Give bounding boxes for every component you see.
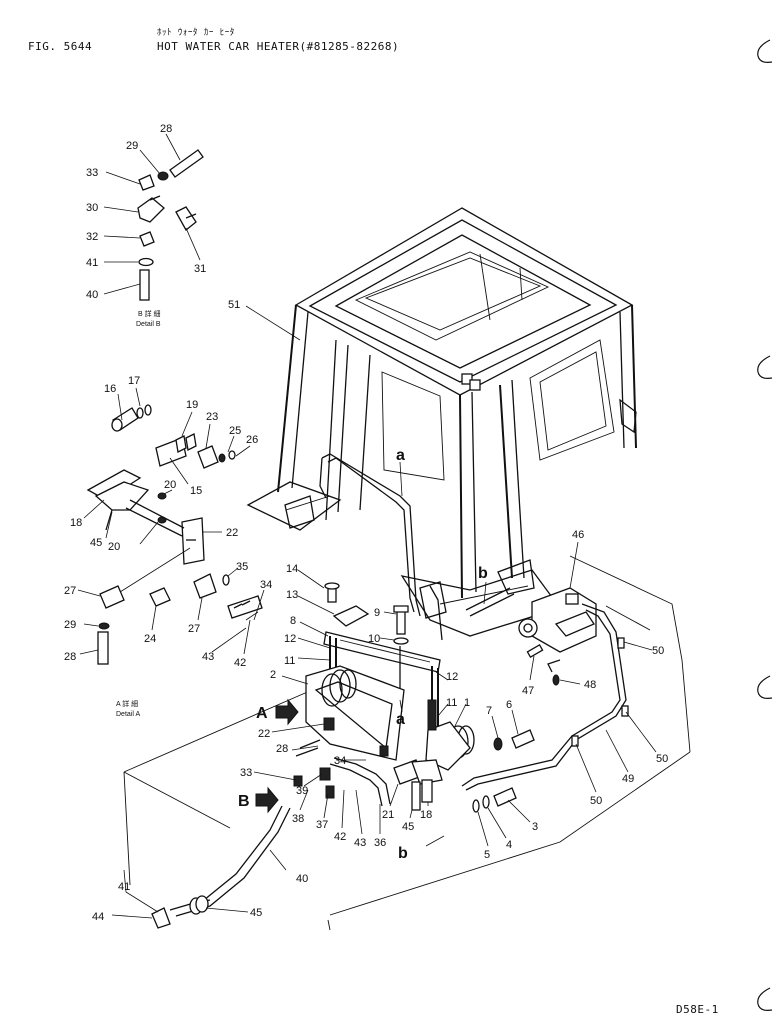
binder-holes (757, 39, 773, 1011)
callout-51: 51 (228, 299, 240, 311)
callout-10: 10 (368, 633, 380, 645)
callout-8: 8 (290, 615, 296, 627)
callout-40: 40 (86, 289, 98, 301)
callout-42: 42 (234, 657, 246, 669)
detail-a-label: Detail A (116, 711, 140, 718)
callout-37: 37 (316, 819, 328, 831)
callout-33b: 33 (240, 767, 252, 779)
callout-49: 49 (622, 773, 634, 785)
callout-20a: 20 (164, 479, 176, 491)
callout-31: 31 (194, 263, 206, 275)
right-pipe-and-tank (461, 541, 657, 793)
callout-30: 30 (86, 202, 98, 214)
callout-22b: 22 (258, 728, 270, 740)
heater-pipe-a (319, 453, 447, 641)
pipe-b-bottom-label: b (398, 845, 408, 862)
heater-unit (255, 582, 535, 814)
cab-frame (246, 207, 637, 637)
sheet-code: D58E-1 (676, 1003, 719, 1016)
figure-number: FIG. 5644 (28, 40, 93, 53)
callout-50b: 50 (656, 753, 668, 765)
leader-lines (245, 305, 531, 871)
callout-labels: 28 29 33 30 31 32 41 40 51 16 17 19 23 2… (64, 123, 668, 923)
callout-45: 45 (90, 537, 102, 549)
callout-40b: 40 (296, 873, 308, 885)
callout-48: 48 (584, 679, 596, 691)
callout-50a: 50 (652, 645, 664, 657)
pipe-b-top-label: b (478, 565, 488, 582)
callout-3: 3 (532, 821, 538, 833)
callout-50c: 50 (590, 795, 602, 807)
callout-18b: 18 (420, 809, 432, 821)
callout-24: 24 (144, 633, 156, 645)
callout-41: 41 (86, 257, 98, 269)
callout-2: 2 (270, 669, 276, 681)
callout-28b: 28 (64, 651, 76, 663)
callout-4: 4 (506, 839, 512, 851)
callout-5: 5 (484, 849, 490, 861)
callout-18: 18 (70, 517, 82, 529)
callout-41b: 41 (118, 881, 130, 893)
lower-hose (111, 805, 291, 929)
kana-title: ﾎｯﾄ ｳｫｰﾀ ｶｰ ﾋｰﾀ (157, 28, 235, 38)
callout-35: 35 (236, 561, 248, 573)
callout-14: 14 (286, 563, 298, 575)
callout-15: 15 (190, 485, 202, 497)
callout-11b: 11 (446, 697, 457, 709)
callout-11a: 11 (284, 655, 295, 667)
callout-42b: 42 (334, 831, 346, 843)
callout-46: 46 (572, 529, 584, 541)
callout-43: 43 (202, 651, 214, 663)
callout-12a: 12 (284, 633, 296, 645)
detail-a-kana: A 詳 細 (116, 699, 138, 708)
detail-b-kana: B 詳 細 (138, 309, 161, 318)
callout-34: 34 (260, 579, 272, 591)
callout-39: 39 (296, 785, 308, 797)
callout-6: 6 (506, 699, 512, 711)
callout-34b: 34 (334, 755, 346, 767)
callout-33: 33 (86, 167, 98, 179)
callout-28c: 28 (276, 743, 288, 755)
callout-32: 32 (86, 231, 98, 243)
callout-26: 26 (246, 434, 258, 446)
pipe-a-top-label: a (396, 447, 405, 464)
pipe-a-bottom-label: a (396, 711, 405, 728)
callout-1: 1 (464, 697, 470, 709)
callout-27b: 27 (188, 623, 200, 635)
callout-44: 44 (92, 911, 104, 923)
callout-17: 17 (128, 375, 140, 387)
heater-pipe-b (465, 587, 515, 617)
callout-27a: 27 (64, 585, 76, 597)
arrow-a-label: A (256, 705, 268, 722)
fender-outline (123, 555, 691, 931)
callout-43b: 43 (354, 837, 366, 849)
callout-36: 36 (374, 837, 386, 849)
arrow-b-label: B (238, 793, 250, 810)
callout-16: 16 (104, 383, 116, 395)
callout-13: 13 (286, 589, 298, 601)
callout-12b: 12 (446, 671, 458, 683)
callout-21: 21 (382, 809, 394, 821)
callout-23: 23 (206, 411, 218, 423)
callout-29: 29 (126, 140, 138, 152)
callout-19: 19 (186, 399, 198, 411)
callout-38: 38 (292, 813, 304, 825)
callout-45c: 45 (250, 907, 262, 919)
callout-45b: 45 (402, 821, 414, 833)
detail-b-label: Detail B (136, 321, 161, 328)
detail-b-group: B 詳 細 Detail B (103, 133, 204, 328)
callout-28: 28 (160, 123, 172, 135)
callout-9: 9 (374, 607, 380, 619)
detail-a-group: A 詳 細 Detail A (77, 387, 265, 718)
callout-29b: 29 (64, 619, 76, 631)
callout-22: 22 (226, 527, 238, 539)
callout-20b: 20 (108, 541, 120, 553)
callout-7: 7 (486, 705, 492, 717)
diagram-title: HOT WATER CAR HEATER(#81285-82268) (157, 40, 400, 53)
callout-25: 25 (229, 425, 241, 437)
callout-47: 47 (522, 685, 534, 697)
